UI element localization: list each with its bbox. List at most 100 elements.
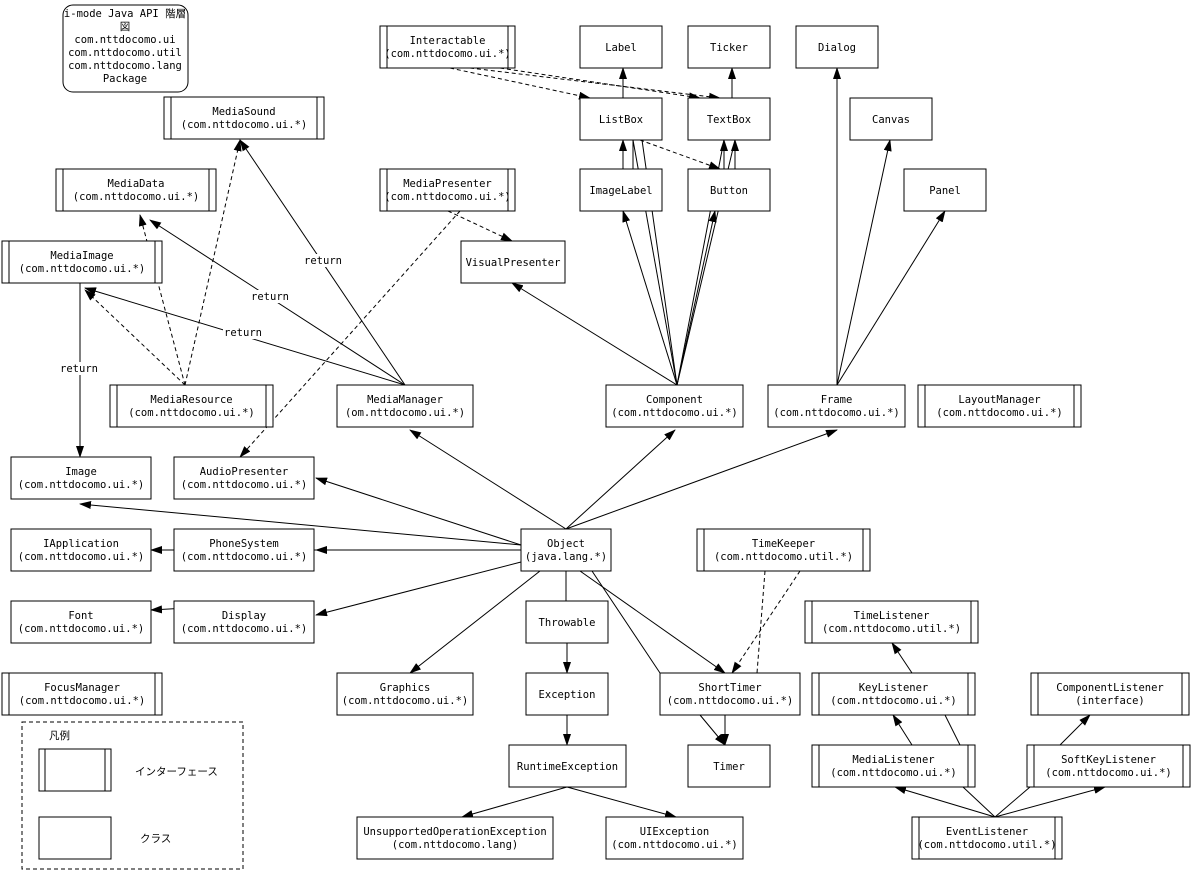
legend-class-swatch	[38, 816, 112, 860]
node-mediadata: MediaData(com.nttdocomo.ui.*)	[55, 168, 217, 212]
node-box	[520, 528, 612, 572]
node-name: MediaListener	[852, 754, 934, 766]
relation-line	[962, 786, 996, 818]
node-package: (com.nttdocomo.ui.*)	[936, 407, 1062, 419]
dashed-relation-line	[756, 570, 766, 674]
node-box	[767, 384, 906, 428]
node-name: UIException	[640, 826, 710, 838]
node-name: ListBox	[599, 114, 643, 126]
node-box	[109, 384, 274, 428]
node-package: (com.nttdocomo.ui.*)	[128, 407, 254, 419]
dashed-relation-line	[639, 139, 721, 170]
node-timekeeper: TimeKeeper(com.nttdocomo.util.*)	[696, 528, 871, 572]
node-package: (com.nttdocomo.ui.*)	[73, 191, 199, 203]
relation-line	[699, 714, 726, 746]
return-label: return	[224, 327, 262, 339]
node-name: VisualPresenter	[466, 257, 561, 269]
node-box	[356, 816, 554, 860]
node-box	[525, 600, 609, 644]
return-label-bg	[223, 326, 263, 339]
dashed-relation-line	[731, 570, 801, 674]
node-iapplication: IApplication(com.nttdocomo.ui.*)	[10, 528, 152, 572]
node-package: (interface)	[1075, 695, 1145, 707]
node-textbox: TextBox	[687, 97, 771, 141]
node-name: Ticker	[710, 42, 748, 54]
node-package: (com.nttdocomo.ui.*)	[830, 767, 956, 779]
node-box	[336, 672, 474, 716]
node-display: Display(com.nttdocomo.ui.*)	[173, 600, 315, 644]
node-name: MediaImage	[50, 250, 113, 262]
relation-line	[591, 570, 661, 674]
node-name: LayoutManager	[958, 394, 1040, 406]
node-shorttimer: ShortTimer(com.nttdocomo.ui.*)	[659, 672, 801, 716]
node-box	[336, 384, 474, 428]
node-name: Throwable	[539, 617, 596, 629]
dashed-relation-line	[449, 67, 591, 100]
node-package: (com.nttdocomo.ui.*)	[611, 839, 737, 851]
node-box	[10, 528, 152, 572]
title-line-6: Package	[103, 73, 147, 85]
node-name: Frame	[821, 394, 853, 406]
node-package: (com.nttdocomo.ui.*)	[1045, 767, 1171, 779]
dashed-relation-line	[469, 67, 721, 101]
node-package: (com.nttdocomo.ui.*)	[19, 263, 145, 275]
node-package: (com.nttdocomo.util.*)	[917, 839, 1056, 851]
node-ticker: Ticker	[687, 25, 771, 69]
relation-line	[676, 210, 717, 386]
dashed-relation-line	[499, 67, 701, 101]
node-dialog: Dialog	[795, 25, 879, 69]
title-line-3: com.nttdocomo.ui	[74, 34, 175, 46]
node-name: Image	[65, 466, 97, 478]
legend-interface-label: インターフェース	[135, 766, 218, 778]
node-name: SoftKeyListener	[1061, 754, 1156, 766]
node-box	[460, 240, 566, 284]
relation-line	[891, 642, 913, 674]
return-label: return	[251, 291, 289, 303]
node-box	[687, 97, 771, 141]
node-package: (com.nttdocomo.ui.*)	[18, 479, 144, 491]
relation-line	[565, 429, 838, 530]
node-mediaresource: MediaResource(com.nttdocomo.ui.*)	[109, 384, 274, 428]
node-name: Timer	[713, 761, 745, 773]
legend: 凡例 インターフェース クラス	[21, 721, 244, 870]
node-box	[10, 456, 152, 500]
node-button: Button	[687, 168, 771, 212]
node-package: (com.nttdocomo.ui.*)	[18, 623, 144, 635]
node-name: TimeKeeper	[752, 538, 815, 550]
node-name: KeyListener	[859, 682, 929, 694]
node-box	[1, 672, 163, 716]
node-box	[849, 97, 933, 141]
node-exception: Exception	[525, 672, 609, 716]
node-box	[173, 600, 315, 644]
node-box	[1, 240, 163, 284]
node-box	[579, 25, 663, 69]
relation-line	[579, 570, 726, 674]
title-line-4: com.nttdocomo.util	[68, 47, 182, 59]
node-box	[379, 25, 516, 69]
relation-line	[511, 282, 678, 386]
node-name: TextBox	[707, 114, 751, 126]
node-box	[795, 25, 879, 69]
node-name: Label	[605, 42, 637, 54]
title-line-2: 図	[120, 21, 131, 33]
node-box	[804, 600, 979, 644]
title-line-1: i-mode Java API 階層	[64, 8, 186, 20]
node-medialistener: MediaListener(com.nttdocomo.ui.*)	[811, 744, 976, 788]
node-box	[659, 672, 801, 716]
node-timer: Timer	[687, 744, 771, 788]
node-name: AudioPresenter	[200, 466, 289, 478]
relation-line	[409, 570, 541, 674]
relation-line	[836, 139, 892, 386]
return-label-bg	[303, 254, 343, 267]
return-label-bg	[250, 290, 290, 303]
node-timelistener: TimeListener(com.nttdocomo.util.*)	[804, 600, 979, 644]
node-name: PhoneSystem	[209, 538, 279, 550]
relation-line	[79, 501, 522, 546]
node-box	[811, 672, 976, 716]
node-box	[605, 816, 744, 860]
node-name: Button	[710, 185, 748, 197]
node-box	[911, 816, 1063, 860]
node-name: IApplication	[43, 538, 119, 550]
node-frame: Frame(com.nttdocomo.ui.*)	[767, 384, 906, 428]
relation-line	[994, 786, 1031, 818]
